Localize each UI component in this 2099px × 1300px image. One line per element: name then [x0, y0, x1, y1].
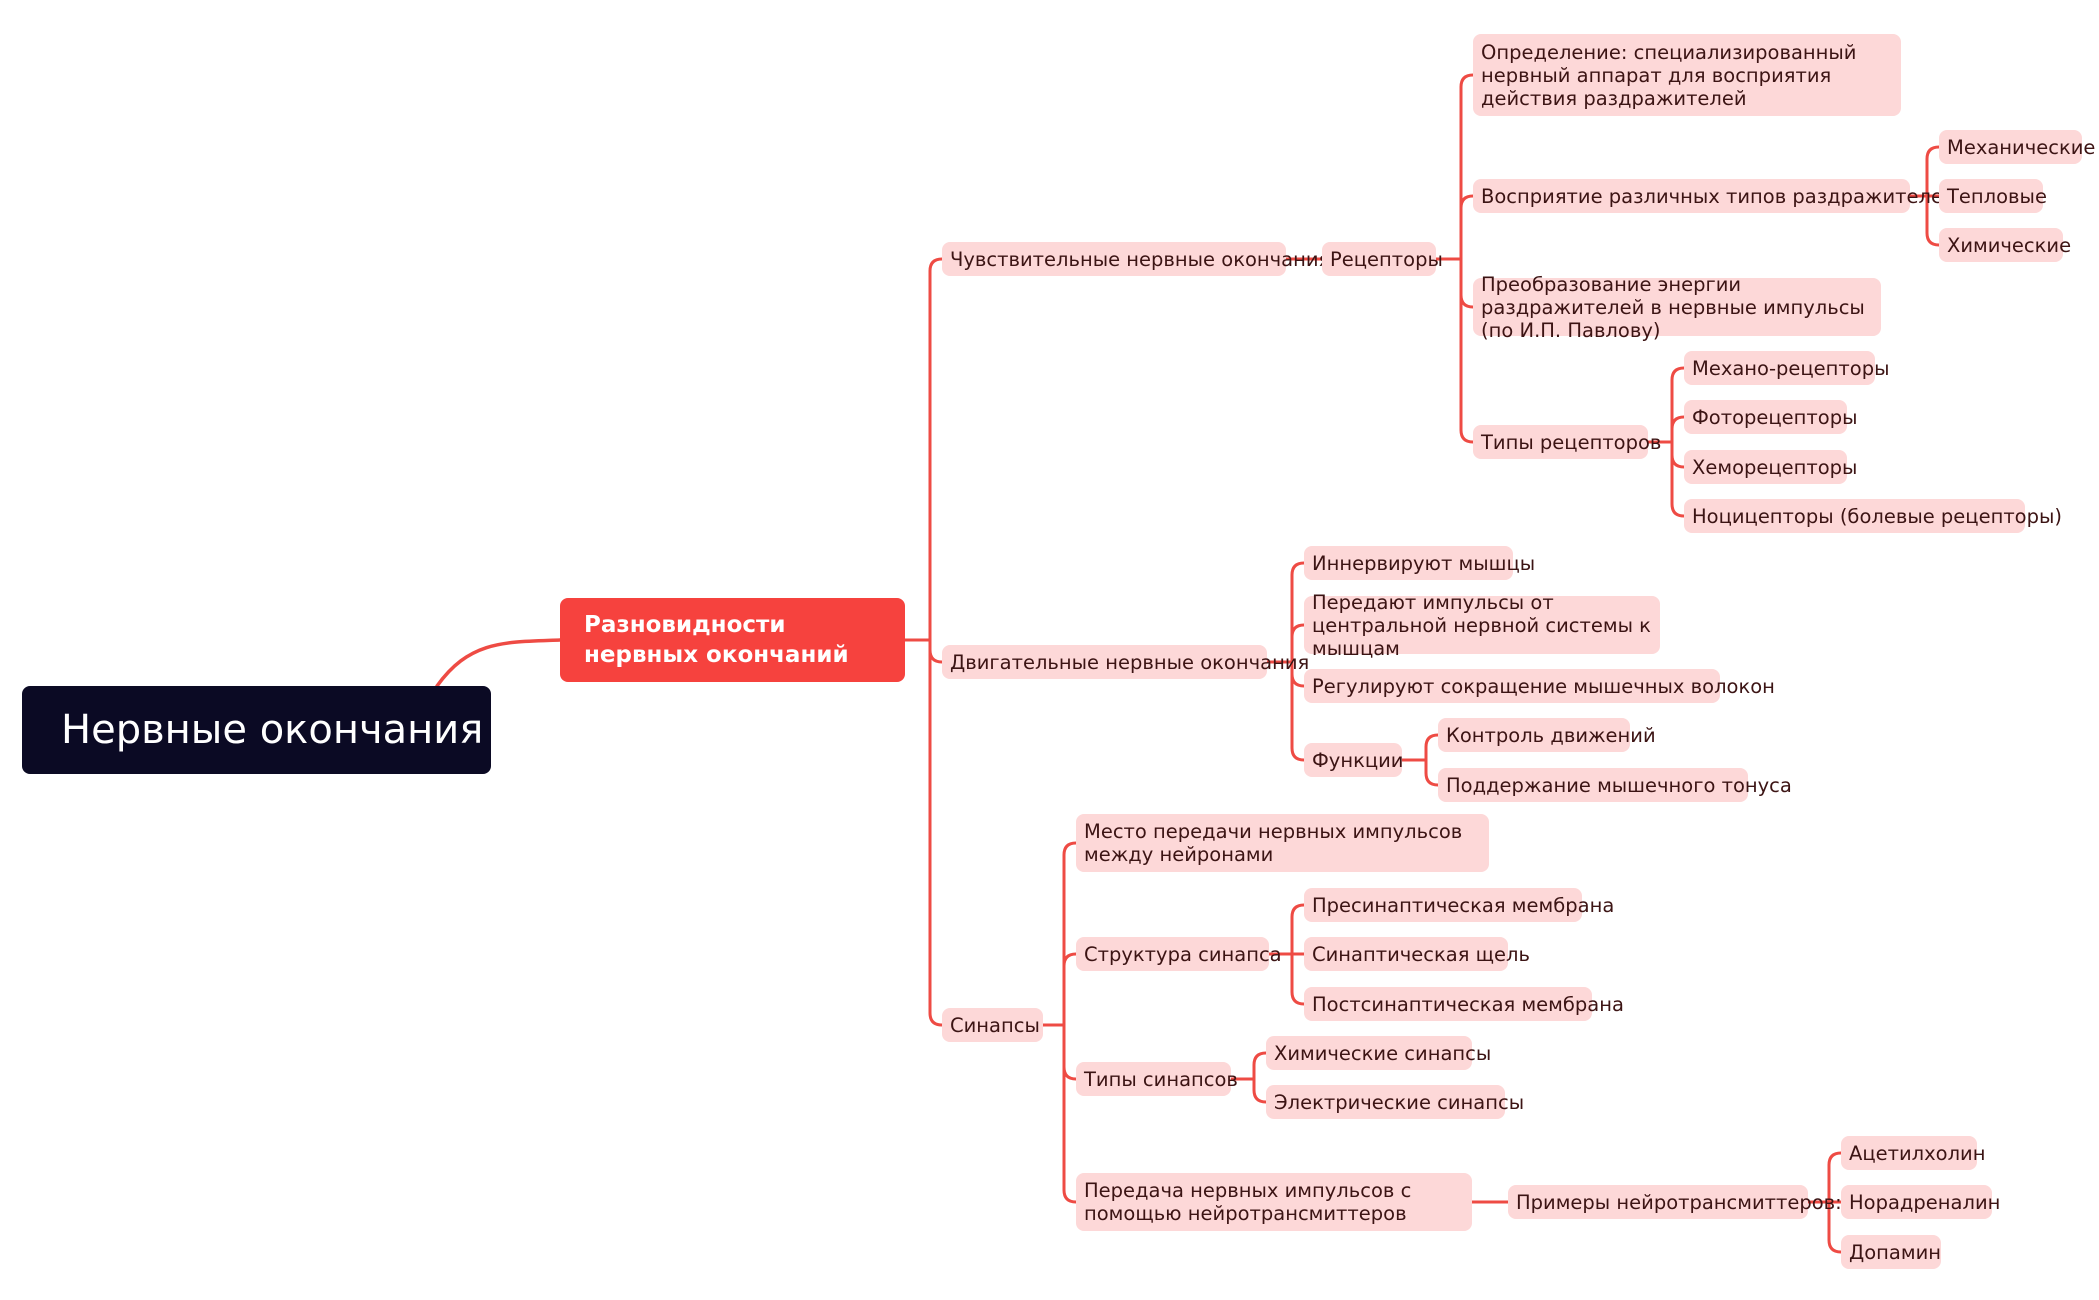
motor-innervate-node[interactable]: Иннервируют мышцы [1304, 546, 1535, 580]
type-chemical-synapses[interactable]: Химические синапсы [1266, 1036, 1491, 1070]
connector-line [435, 638, 562, 688]
connector-line [1252, 1051, 1268, 1081]
perception-item-mechanical[interactable]: Механические [1939, 130, 2095, 164]
synapse-place-node[interactable]: Место передачи нервных импульсов между н… [1076, 814, 1489, 872]
conversion-node[interactable]: Преобразование энергии раздражителей в н… [1473, 273, 1881, 342]
structure-presynaptic[interactable]: Пресинаптическая мембрана [1304, 888, 1614, 922]
connector-line [1252, 1077, 1268, 1104]
connector-line [1290, 561, 1306, 664]
motor-endings-node[interactable]: Двигательные нервные окончания [942, 645, 1309, 679]
connector-line [1670, 366, 1686, 444]
synapse-structure-node[interactable]: Структура синапса [1076, 937, 1282, 971]
transmission-node[interactable]: Передача нервных импульсов с помощью ней… [1076, 1173, 1472, 1231]
connector-line [1670, 440, 1686, 469]
connector-line [1424, 758, 1440, 787]
connector-line [1925, 145, 1941, 198]
receptor-types-node[interactable]: Типы рецепторов [1473, 425, 1661, 459]
connector-line [928, 638, 944, 664]
connector-line [1925, 194, 1941, 247]
root-node[interactable]: Нервные окончания [22, 686, 491, 774]
connector-line [928, 638, 944, 1027]
main-topic-node[interactable]: Разновидности нервных окончаний [560, 598, 905, 682]
neurotransmitter-noradrenaline[interactable]: Норадреналин [1841, 1185, 2000, 1219]
structure-cleft[interactable]: Синаптическая щель [1304, 937, 1530, 971]
type-electrical-synapses[interactable]: Электрические синапсы [1266, 1085, 1524, 1119]
receptors-node[interactable]: Рецепторы [1322, 242, 1443, 276]
structure-postsynaptic[interactable]: Постсинаптическая мембрана [1304, 987, 1624, 1021]
function-muscle-tone[interactable]: Поддержание мышечного тонуса [1438, 768, 1792, 802]
receptor-type-photo[interactable]: Фоторецепторы [1684, 400, 1857, 434]
receptor-type-mechano[interactable]: Механо-рецепторы [1684, 351, 1890, 385]
perception-node[interactable]: Восприятие различных типов раздражителей… [1473, 179, 1962, 213]
motor-regulate-node[interactable]: Регулируют сокращение мышечных волокон [1304, 669, 1775, 703]
connector-line [928, 257, 944, 642]
connector-line [1459, 257, 1475, 444]
connector-line [1062, 1023, 1078, 1204]
connector-line [1459, 73, 1475, 261]
perception-item-thermal[interactable]: Тепловые [1939, 179, 2047, 213]
receptor-type-chemo[interactable]: Хеморецепторы [1684, 450, 1857, 484]
connector-line [1062, 952, 1078, 1027]
connector-line [1459, 257, 1475, 309]
connector-line [1290, 952, 1306, 1006]
connector-line [1062, 1023, 1078, 1081]
neurotransmitter-dopamine[interactable]: Допамин [1841, 1235, 1941, 1269]
synapses-node[interactable]: Синапсы [942, 1008, 1043, 1042]
functions-node[interactable]: Функции [1304, 743, 1403, 777]
connector-line [1424, 733, 1440, 762]
connector-line [1062, 841, 1078, 1027]
connector-line [1459, 194, 1475, 261]
connector-line [1827, 1151, 1843, 1204]
motor-transmit-node[interactable]: Передают импульсы от центральной нервной… [1304, 591, 1660, 660]
sensory-endings-node[interactable]: Чувствительные нервные окончания [942, 242, 1330, 276]
connector-line [1827, 1200, 1843, 1254]
function-movement-control[interactable]: Контроль движений [1438, 718, 1656, 752]
connector-line [1290, 623, 1306, 664]
connector-line [1290, 903, 1306, 956]
connector-line [1290, 660, 1306, 762]
neurotransmitter-examples-node[interactable]: Примеры нейротрансмиттеров: [1508, 1185, 1842, 1219]
connector-line [1670, 415, 1686, 444]
synapse-types-node[interactable]: Типы синапсов [1076, 1062, 1238, 1096]
receptor-type-noci[interactable]: Ноцицепторы (болевые рецепторы) [1684, 499, 2062, 533]
neurotransmitter-acetylcholine[interactable]: Ацетилхолин [1841, 1136, 1985, 1170]
perception-item-chemical[interactable]: Химические [1939, 228, 2071, 262]
definition-node[interactable]: Определение: специализированный нервный … [1473, 34, 1901, 116]
connector-line [1670, 440, 1686, 518]
